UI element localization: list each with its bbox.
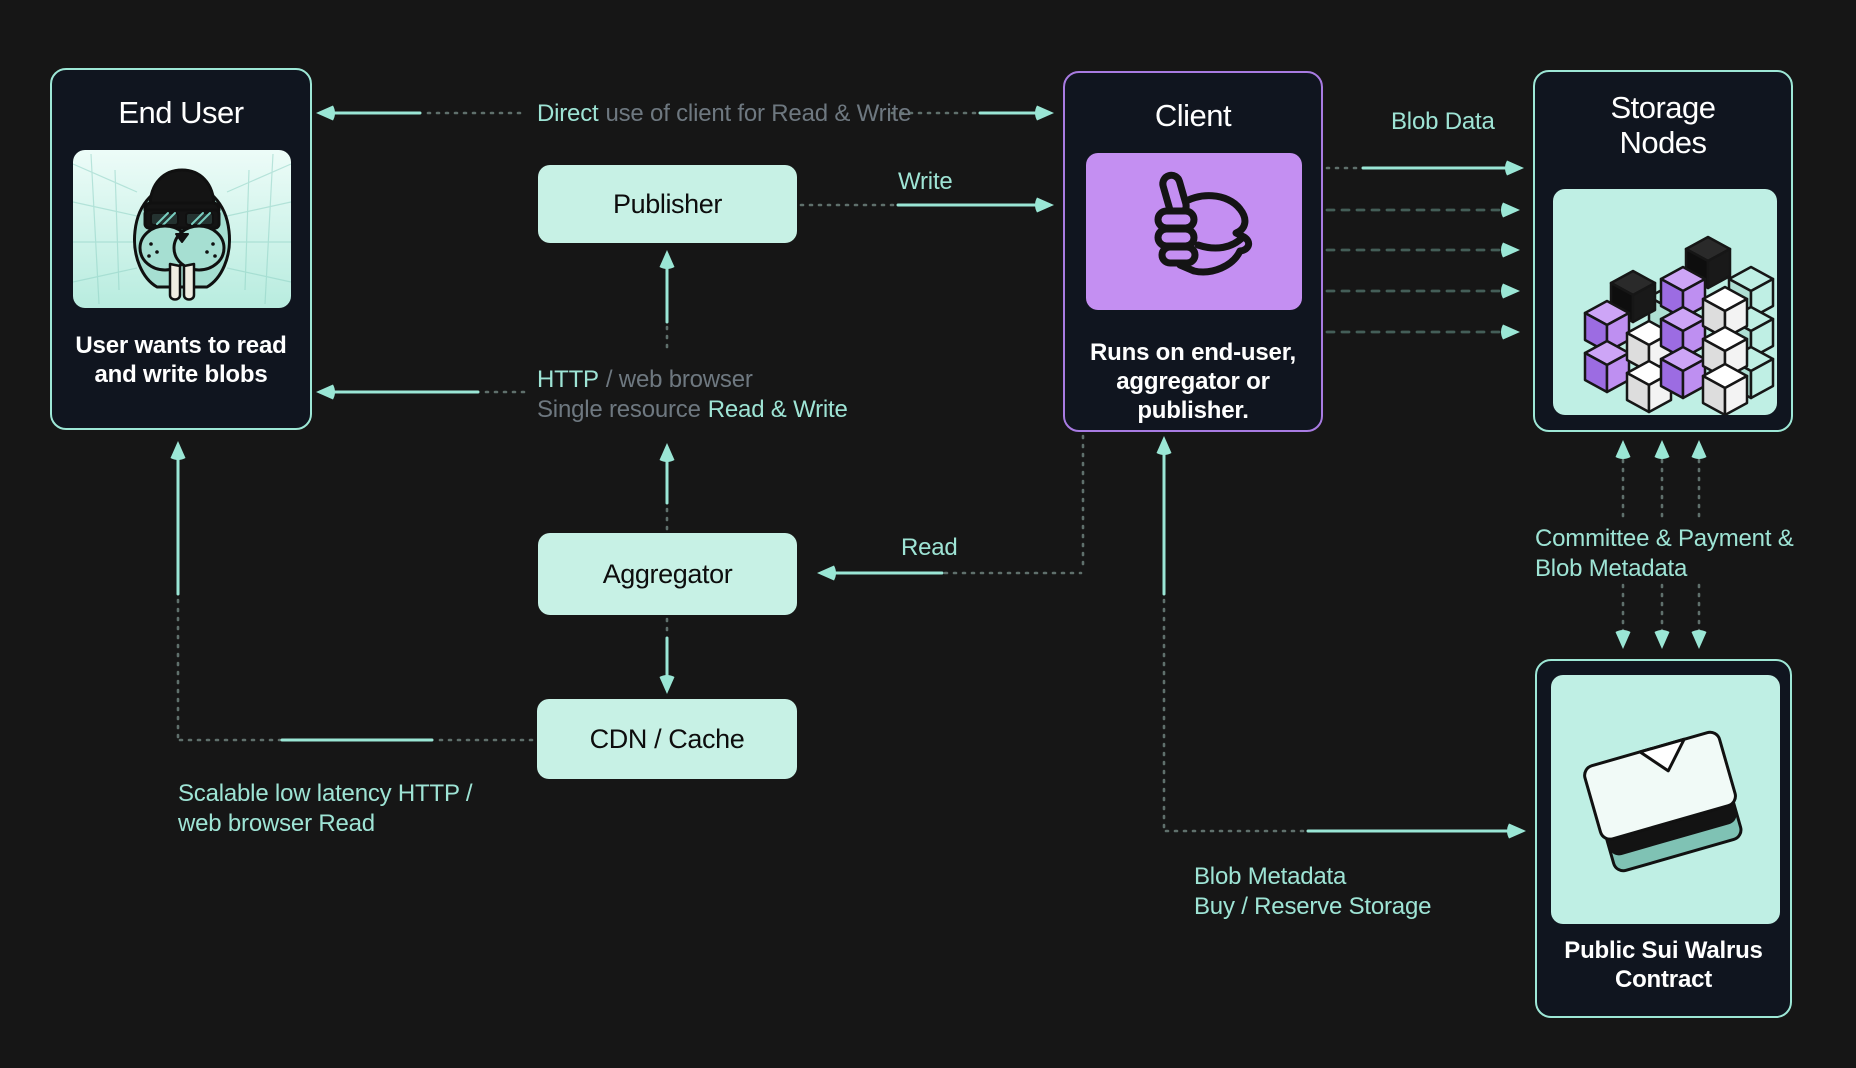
paper-stack-icon [1551, 675, 1780, 924]
sui-contract-caption: Public Sui Walrus Contract [1564, 937, 1763, 993]
walrus-avatar-icon [73, 150, 291, 308]
publisher-label: Publisher [613, 188, 722, 219]
cdn-cache-label: CDN / Cache [589, 723, 745, 754]
cube-stacks-icon [1553, 189, 1777, 415]
cdn-cache-node: CDN / Cache [537, 699, 797, 779]
edge-label-write: Write [898, 168, 953, 195]
edge-http-to-enduser [316, 384, 530, 400]
edge-http-to-publisher [659, 250, 675, 354]
edge-label-http-rest: / web browser [605, 366, 753, 393]
end-user-node: End User [50, 68, 312, 430]
paper-stack-illustration [1583, 730, 1743, 873]
walrus-illustration [73, 153, 291, 305]
aggregator-label: Aggregator [602, 558, 733, 589]
edge-aggregator-to-cdn [659, 617, 675, 694]
client-node: Client Runs on end-user, aggregator or p… [1063, 71, 1323, 432]
edge-label-blob-metadata-line1: Blob Metadata [1194, 863, 1347, 890]
aggregator-node: Aggregator [538, 533, 797, 615]
edge-label-http-accent: HTTP [537, 366, 599, 393]
thumbs-up-illustration [1154, 171, 1253, 276]
thumbs-up-icon [1086, 153, 1302, 310]
end-user-title: End User [118, 95, 244, 130]
publisher-node: Publisher [538, 165, 797, 243]
perspective-grid [73, 153, 291, 305]
walrus-figure [133, 168, 231, 301]
edge-label-committee: Committee & Payment & Blob Metadata [1535, 524, 1794, 584]
edge-label-scalable-line2: web browser Read [178, 810, 375, 837]
edge-aggregator-up [659, 443, 675, 531]
storage-nodes-title: Storage Nodes [1610, 90, 1716, 161]
edge-label-blob-metadata: Blob Metadata Buy / Reserve Storage [1194, 862, 1431, 922]
client-title: Client [1154, 98, 1232, 133]
edge-label-blob-metadata-line2: Buy / Reserve Storage [1194, 893, 1432, 920]
edge-label-http-accent2: Read & Write [707, 396, 848, 423]
edge-label-direct-rest: use of client for Read & Write [605, 100, 912, 127]
storage-nodes-node: Storage Nodes [1533, 70, 1793, 432]
edge-label-scalable-line1: Scalable low latency HTTP / [178, 780, 473, 807]
edge-write [799, 197, 1054, 213]
edges-client-to-storage-blob-data [1325, 160, 1524, 340]
edge-label-committee-line1: Committee & Payment & [1535, 525, 1794, 552]
edge-label-read: Read [901, 534, 958, 561]
edge-label-committee-line2: Blob Metadata [1535, 555, 1688, 582]
client-caption: Runs on end-user, aggregator or publishe… [1090, 339, 1296, 424]
sui-contract-node: Public Sui Walrus Contract [1535, 659, 1792, 1018]
edge-label-direct-accent: Direct [537, 100, 599, 127]
edge-label-scalable: Scalable low latency HTTP / web browser … [178, 779, 472, 839]
edge-label-http-line1: HTTP/ web browser [537, 365, 848, 395]
edge-cdn-to-enduser [170, 441, 536, 742]
edge-client-to-contract [1156, 436, 1526, 839]
edge-label-blob-data: Blob Data [1391, 108, 1495, 135]
end-user-caption: User wants to read and write blobs [75, 332, 287, 388]
edge-label-http-muted2: Single resource [537, 396, 701, 423]
cube-stacks-illustration [1583, 235, 1775, 415]
